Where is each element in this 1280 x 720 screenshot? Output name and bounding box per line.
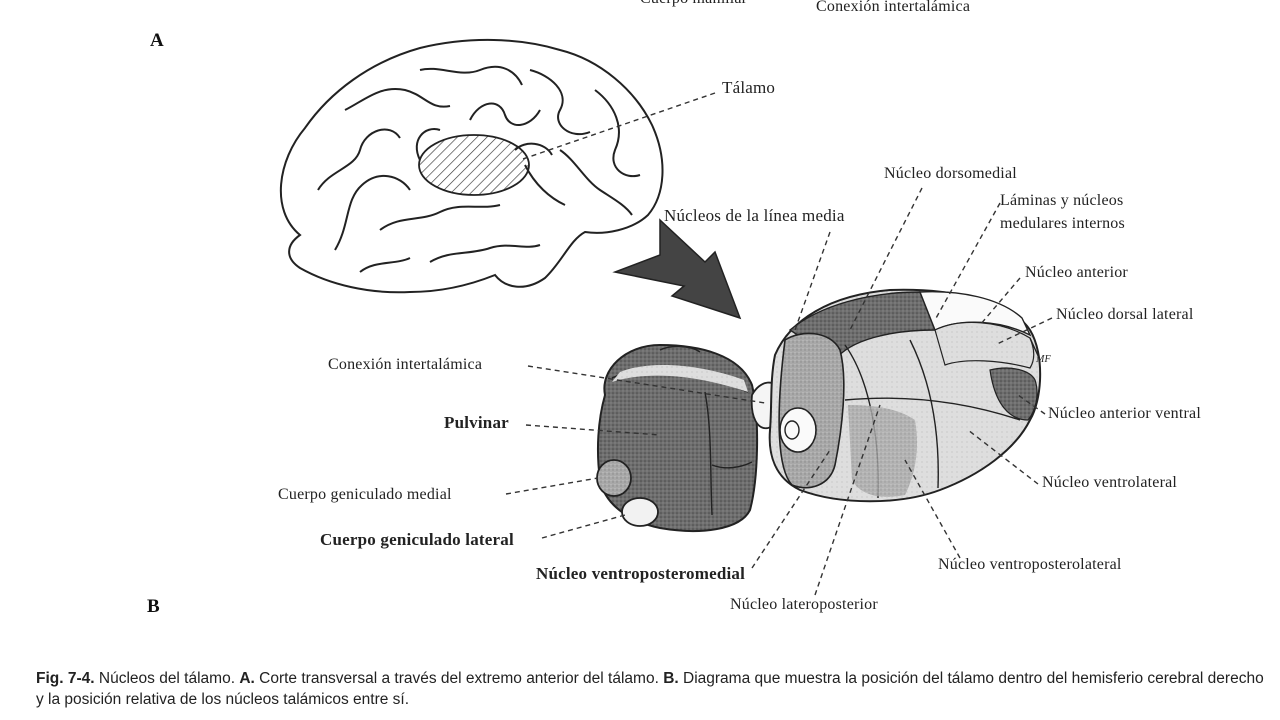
lateral-geniculate-body: [621, 497, 659, 527]
label-nucleo-ventroposteromedial: Núcleo ventroposteromedial: [536, 564, 746, 583]
leader-ventroposterolateral: [904, 459, 961, 559]
label-nucleo-ventroposterolateral: Núcleo ventroposterolateral: [938, 556, 1122, 573]
leader-lines: [505, 92, 1053, 596]
direction-arrow: [612, 218, 742, 320]
leader-talamo: [519, 92, 716, 161]
thalamus-region: [418, 134, 530, 196]
label-tag-mf: MF: [1036, 354, 1051, 365]
label-nucleo-dorsomedial: Núcleo dorsomedial: [884, 165, 1017, 182]
label-nucleo-anterior: Núcleo anterior: [1025, 264, 1128, 281]
brain-hemisphere: [279, 39, 664, 294]
label-cuerpo-geniculado-medial: Cuerpo geniculado medial: [278, 486, 452, 503]
leader-anterior-ventral: [1017, 394, 1046, 415]
leader-anterior: [979, 277, 1021, 326]
label-nucleo-ventrolateral: Núcleo ventrolateral: [1042, 474, 1178, 491]
caption-title: Núcleos del tálamo.: [98, 670, 236, 687]
label-talamo: Tálamo: [722, 78, 776, 97]
posterior-thalamus-block: [596, 343, 759, 532]
caption-b-mark: B.: [663, 670, 679, 687]
anterior-thalamus-block: [768, 288, 1042, 503]
label-conexion-intertalamica-top: Conexión intertalámica: [816, 0, 971, 15]
panel-b-label: B: [147, 596, 160, 617]
label-laminas-line1: Láminas y núcleos: [1000, 192, 1124, 209]
label-cuerpo-mamilar: Cuerpo mamilar: [640, 0, 747, 8]
label-laminas-line2: medulares internos: [1000, 215, 1125, 232]
label-nucleo-lateroposterior: Núcleo lateroposterior: [730, 596, 878, 613]
label-nucleo-anterior-ventral: Núcleo anterior ventral: [1048, 405, 1201, 422]
caption-a-mark: A.: [239, 670, 255, 687]
label-conexion-intertalamica: Conexión intertalámica: [328, 356, 483, 373]
leader-conexion: [527, 365, 766, 404]
brain-outline: [279, 39, 664, 294]
figure-caption: Fig. 7-4. Núcleos del tálamo. A. Corte t…: [36, 668, 1266, 710]
leader-lateroposterior: [814, 404, 881, 596]
leader-dorsal-lateral: [994, 317, 1053, 346]
caption-a-text: Corte transversal a través del extremo a…: [259, 670, 659, 687]
caption-b-text: Diagrama que muestra la posición del tál…: [36, 670, 1264, 708]
leader-geniculado-medial: [505, 477, 599, 495]
panel-a-label: A: [150, 30, 164, 51]
leader-ventroposteromedial: [751, 449, 831, 569]
label-nucleos-linea-media: Núcleos de la línea media: [664, 206, 845, 225]
label-nucleo-dorsal-lateral: Núcleo dorsal lateral: [1056, 306, 1194, 323]
leader-ventrolateral: [967, 429, 1039, 485]
label-cuerpo-geniculado-lateral: Cuerpo geniculado lateral: [320, 530, 514, 549]
leader-geniculado-lateral: [541, 514, 626, 539]
leader-laminas: [934, 202, 1001, 321]
medial-geniculate-body: [596, 459, 632, 497]
leader-pulvinar: [525, 424, 661, 436]
label-pulvinar: Pulvinar: [444, 413, 509, 432]
caption-fig-number: Fig. 7-4.: [36, 670, 95, 687]
